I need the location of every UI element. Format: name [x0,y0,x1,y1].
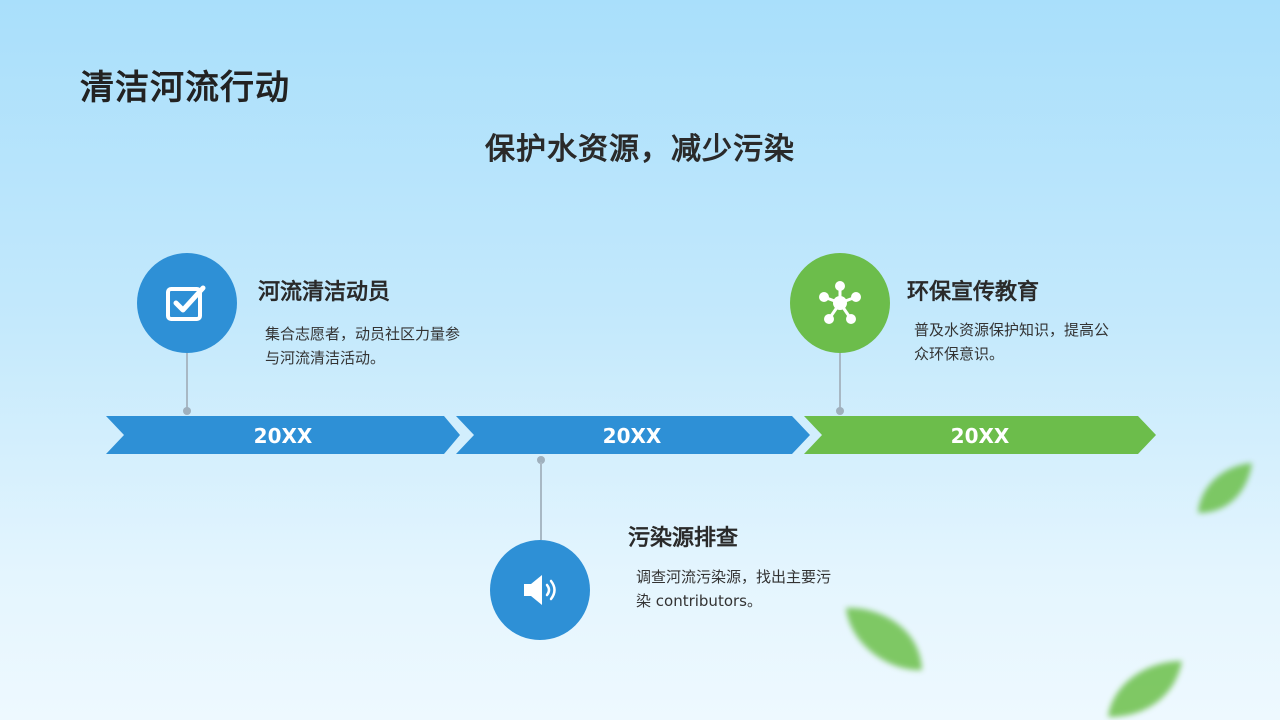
timeline-segment-2 [456,416,810,454]
timeline-segment-3 [804,416,1156,454]
timeline-label-3: 20XX [951,424,1010,448]
item-3-title: 环保宣传教育 [907,280,1040,305]
item-3-desc-line-2: 众环保意识。 [914,345,1005,363]
item-2-dot [537,456,545,464]
item-3-desc-line-1: 普及水资源保护知识，提高公 [914,321,1110,339]
item-3-dot [836,407,844,415]
item-1-desc-line-2: 与河流清洁活动。 [265,349,386,367]
page-title: 清洁河流行动 [80,68,290,108]
item-1-circle [137,253,237,353]
item-3-circle [790,253,890,353]
page-subtitle: 保护水资源，减少污染 [485,132,795,167]
timeline-label-1: 20XX [254,424,313,448]
item-1-desc-line-1: 集合志愿者，动员社区力量参 [265,325,461,343]
item-1-connector [186,353,188,409]
item-2-desc-line-1: 调查河流污染源，找出主要污 [636,568,832,586]
leaf-decoration-2 [846,607,922,671]
item-1-dot [183,407,191,415]
item-3-connector [839,353,841,409]
item-2-circle [490,540,590,640]
leaf-decoration-1 [1198,463,1252,513]
item-2-desc-line-2: 染 contributors。 [636,592,762,610]
network-icon [819,281,861,324]
item-2-title: 污染源排查 [628,526,739,551]
item-2-connector [540,462,542,540]
checkbox-icon [166,285,206,321]
speaker-icon [524,575,556,605]
timeline-bar: 20XX 20XX 20XX [106,416,1156,454]
timeline-label-2: 20XX [603,424,662,448]
item-1-title: 河流清洁动员 [258,280,391,305]
timeline-segment-1 [106,416,460,454]
leaf-decoration-3 [1108,661,1182,717]
